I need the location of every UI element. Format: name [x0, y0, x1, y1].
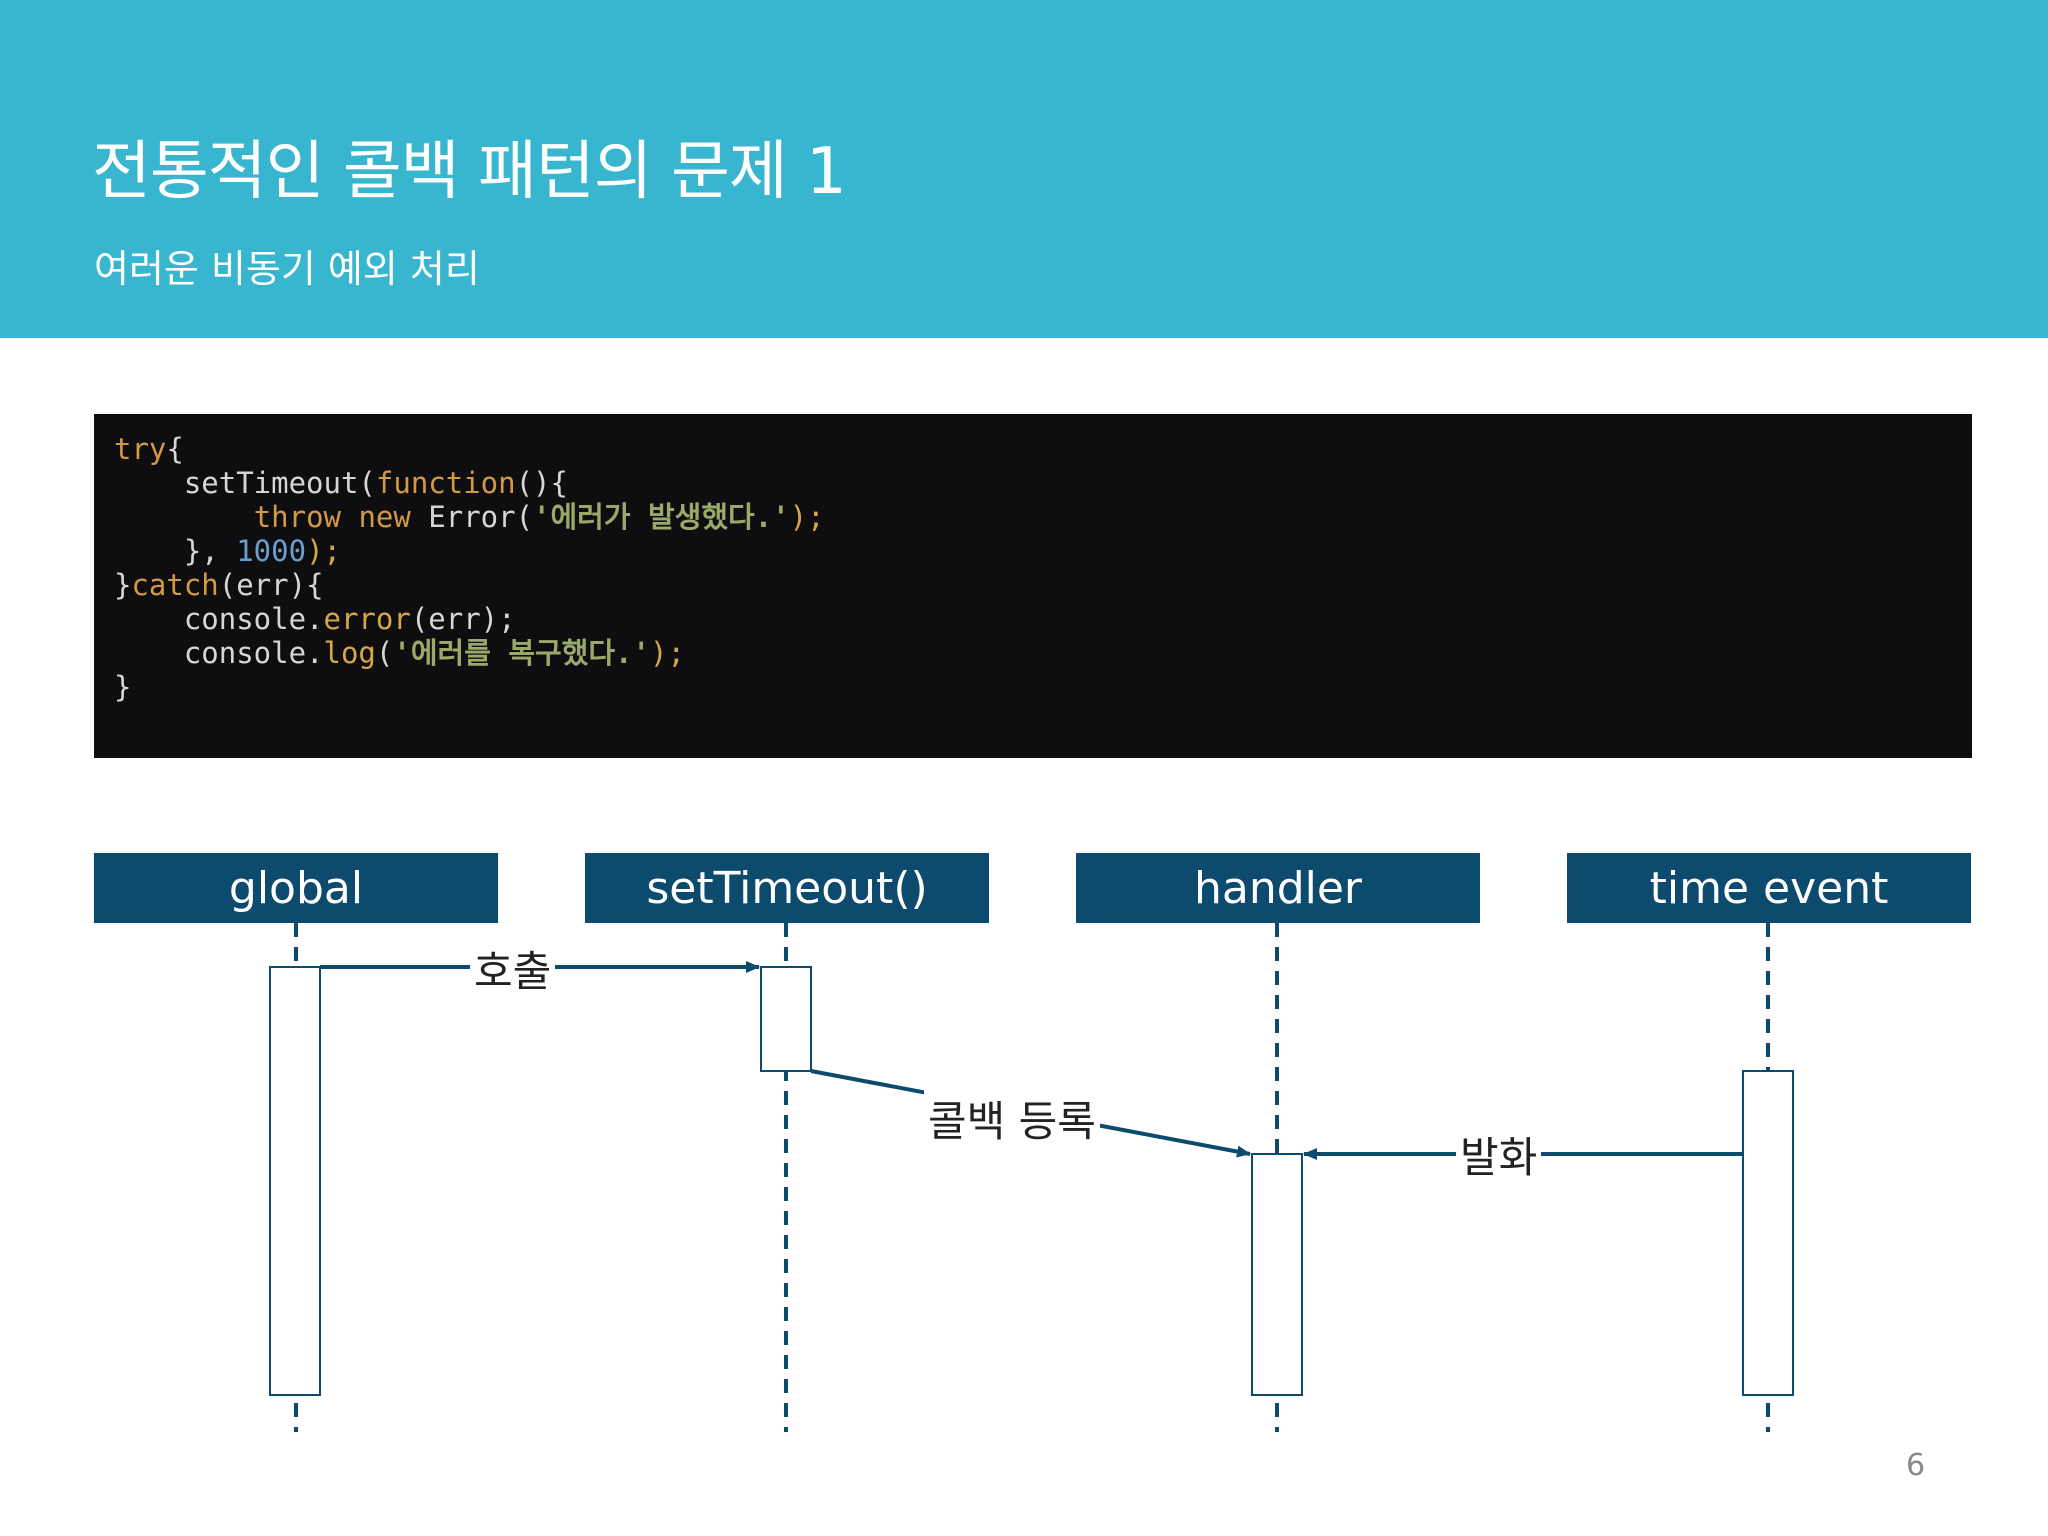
code-line: }catch(err){ — [114, 568, 324, 602]
code-token: log — [323, 636, 376, 670]
code-token: } — [114, 670, 132, 704]
code-token: '에러가 발생했다.' — [533, 500, 790, 534]
code-token: '에러를 복구했다.' — [393, 636, 650, 670]
code-line: throw new Error('에러가 발생했다.'); — [114, 500, 825, 534]
lane-handler: handler — [1076, 853, 1480, 923]
activation-handler — [1251, 1153, 1303, 1396]
slide-subtitle: 여러운 비동기 예외 처리 — [94, 247, 480, 291]
code-line: setTimeout(function(){ — [114, 466, 568, 500]
activation-time-event — [1742, 1070, 1794, 1396]
fire-label: 발화 — [1456, 1124, 1542, 1185]
call-label: 호출 — [470, 938, 556, 999]
code-token: console. — [114, 636, 324, 670]
code-line: } — [114, 670, 131, 704]
code-line: console.log('에러를 복구했다.'); — [114, 636, 685, 670]
code-token: error — [323, 602, 411, 636]
lane-global: global — [94, 853, 498, 923]
code-token: Error( — [410, 500, 534, 534]
code-token: { — [166, 432, 184, 466]
code-token: console. — [114, 602, 324, 636]
code-token: (err){ — [218, 568, 324, 602]
code-token: try — [114, 432, 167, 466]
activation-global — [269, 966, 321, 1396]
lane-settimeout: setTimeout() — [585, 853, 989, 923]
slide-title: 전통적인 콜백 패턴의 문제 1 — [92, 135, 847, 209]
code-token: ); — [649, 636, 685, 670]
code-line: try{ — [114, 432, 184, 466]
register-label: 콜백 등록 — [924, 1088, 1100, 1149]
code-line: console.error(err); — [114, 602, 516, 636]
code-token: (err); — [410, 602, 516, 636]
code-token: setTimeout( — [114, 466, 376, 500]
slide-header: 전통적인 콜백 패턴의 문제 1 여러운 비동기 예외 처리 — [0, 0, 2048, 338]
code-token: (){ — [515, 466, 568, 500]
code-token: ( — [375, 636, 394, 670]
page-number: 6 — [1906, 1448, 1926, 1483]
code-line: }, 1000); — [114, 534, 341, 568]
code-token: } — [114, 568, 132, 602]
activation-settimeout — [760, 966, 812, 1072]
code-token: function — [375, 466, 516, 500]
code-token: 1000 — [236, 534, 307, 568]
code-token: catch — [131, 568, 219, 602]
lane-time-event: time event — [1567, 853, 1971, 923]
code-token: ); — [789, 500, 825, 534]
code-token: throw new — [253, 500, 411, 534]
code-token: ); — [306, 534, 341, 568]
code-token: }, — [114, 534, 237, 568]
code-block: try{ setTimeout(function(){ throw new Er… — [94, 414, 1972, 758]
